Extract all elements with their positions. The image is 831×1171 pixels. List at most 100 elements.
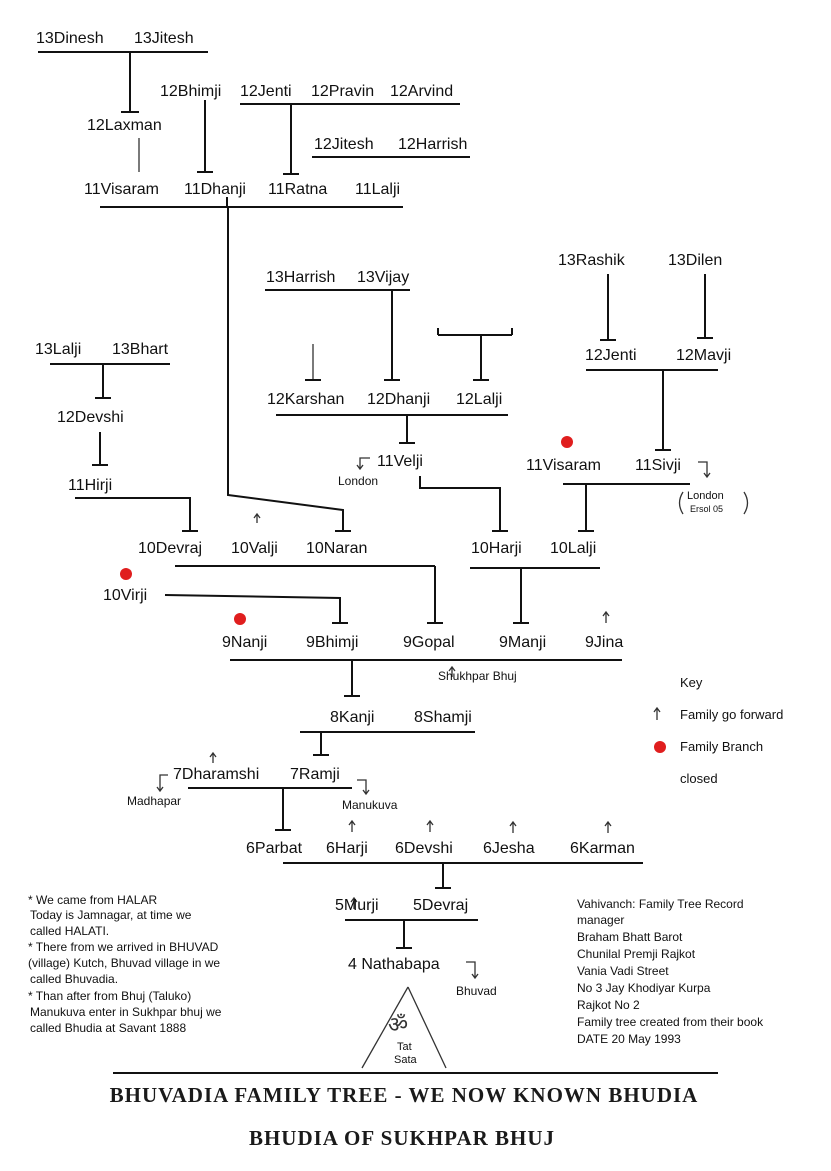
- place-shukhpar-bhuj: Shukhpar Bhuj: [438, 669, 517, 683]
- legend-key: Key Family go forward Family Branch clos…: [653, 675, 783, 786]
- origin-note-line: Today is Jamnagar, at time we: [30, 908, 192, 922]
- person-6karman: 6Karman: [570, 840, 635, 857]
- place-madhapar: Madhapar: [127, 794, 181, 808]
- person-9nanji: 9Nanji: [222, 634, 267, 651]
- red-dot-icon: [654, 741, 666, 753]
- person-12jitesh: 12Jitesh: [314, 136, 374, 153]
- closed-branch-dots: [120, 436, 573, 625]
- origin-note-line: (village) Kutch, Bhuvad village in we: [28, 956, 220, 970]
- record-note-line: No 3 Jay Khodiyar Kurpa: [577, 981, 711, 995]
- origin-note-line: * Than after from Bhuj (Taluko): [28, 989, 191, 1003]
- up-arrow-icon: [348, 819, 356, 832]
- person-12harrish: 12Harrish: [398, 136, 467, 153]
- key-title: Key: [680, 675, 703, 690]
- person-4nathabapa: 4 Nathabapa: [348, 956, 440, 973]
- person-11visaram-b: 11Visaram: [526, 457, 601, 474]
- person-12devshi: 12Devshi: [57, 409, 124, 426]
- om-tat: Tat: [397, 1041, 412, 1053]
- place-manukuva: Manukuva: [342, 798, 398, 812]
- person-6harji: 6Harji: [326, 840, 368, 857]
- london-note-bracket-right: [743, 491, 749, 515]
- record-note-line: Braham Bhatt Barot: [577, 930, 683, 944]
- up-arrow-icon: [653, 706, 661, 720]
- person-6parbat: 6Parbat: [246, 840, 303, 857]
- person-12lalji: 12Lalji: [456, 391, 502, 408]
- place-london-note-sub: Ersol 05: [690, 504, 723, 514]
- record-note-line: Rajkot No 2: [577, 998, 640, 1012]
- person-12dhanji: 12Dhanji: [367, 391, 430, 408]
- person-9bhimji: 9Bhimji: [306, 634, 358, 651]
- person-13harrish: 13Harrish: [266, 269, 335, 286]
- origin-note-line: * We came from HALAR: [28, 893, 157, 907]
- person-13jitesh: 13Jitesh: [134, 30, 194, 47]
- record-note-line: Vahivanch: Family Tree Record: [577, 897, 744, 911]
- person-11ratna: 11Ratna: [268, 181, 327, 198]
- forward-arrows: [209, 512, 612, 909]
- om-sata: Sata: [394, 1054, 418, 1066]
- origin-note-line: called Bhudia at Savant 1888: [30, 1021, 186, 1035]
- key-forward-label: Family go forward: [680, 707, 783, 722]
- origin-note-line: called HALATI.: [30, 924, 109, 938]
- place-bhuvad: Bhuvad: [456, 984, 497, 998]
- person-12mavji: 12Mavji: [676, 347, 731, 364]
- person-8kanji: 8Kanji: [330, 709, 374, 726]
- person-11lalji: 11Lalji: [355, 181, 400, 198]
- person-6jesha: 6Jesha: [483, 840, 535, 857]
- person-10valji: 10Valji: [231, 540, 278, 557]
- person-10lalji: 10Lalji: [550, 540, 596, 557]
- red-dot-icon: [234, 613, 246, 625]
- person-11velji: 11Velji: [377, 453, 423, 470]
- person-9gopal: 9Gopal: [403, 634, 455, 651]
- person-13vijay: 13Vijay: [357, 269, 409, 286]
- person-13bhart: 13Bhart: [112, 341, 169, 358]
- person-11sivji: 11Sivji: [635, 457, 681, 474]
- person-10harji: 10Harji: [471, 540, 522, 557]
- person-10devraj: 10Devraj: [138, 540, 202, 557]
- person-12arvind: 12Arvind: [390, 83, 453, 100]
- hook-down-arrow-icon: [466, 961, 479, 980]
- person-5devraj: 5Devraj: [413, 897, 468, 914]
- record-note-line: Vania Vadi Street: [577, 964, 669, 978]
- om-symbol-icon: ॐ Tat Sata: [361, 986, 447, 1069]
- origin-note-line: called Bhuvadia.: [30, 972, 118, 986]
- record-note-line: Chunilal Premji Rajkot: [577, 947, 696, 961]
- person-13dilen: 13Dilen: [668, 252, 722, 269]
- person-12laxman: 12Laxman: [87, 117, 162, 134]
- person-11dhanji: 11Dhanji: [184, 181, 246, 198]
- tree-connectors: [38, 51, 718, 949]
- key-closed-label-2: closed: [680, 771, 718, 786]
- up-arrow-icon: [604, 820, 612, 833]
- person-13rashik: 13Rashik: [558, 252, 626, 269]
- record-notes: Vahivanch: Family Tree Record manager Br…: [577, 897, 764, 1046]
- person-11visaram: 11Visaram: [84, 181, 159, 198]
- hook-down-arrow-icon: [357, 779, 370, 796]
- page-title: BHUVADIA FAMILY TREE - WE NOW KNOWN BHUD…: [110, 1083, 699, 1107]
- person-5murji: 5Murji: [335, 897, 379, 914]
- place-london-note: London: [687, 490, 724, 502]
- origin-note-line: * There from we arrived in BHUVAD: [28, 940, 219, 954]
- hook-down-arrow-icon: [356, 457, 370, 471]
- person-13dinesh: 13Dinesh: [36, 30, 104, 47]
- person-10naran: 10Naran: [306, 540, 367, 557]
- record-note-line: manager: [577, 913, 624, 927]
- up-arrow-icon: [209, 751, 217, 763]
- person-12pravin: 12Pravin: [311, 83, 374, 100]
- person-11hirji: 11Hirji: [68, 477, 112, 494]
- person-10virji: 10Virji: [103, 587, 147, 604]
- red-dot-icon: [561, 436, 573, 448]
- key-closed-label: Family Branch: [680, 739, 763, 754]
- person-12jenti-b: 12Jenti: [585, 347, 637, 364]
- person-8shamji: 8Shamji: [414, 709, 472, 726]
- up-arrow-icon: [350, 896, 358, 909]
- person-7ramji: 7Ramji: [290, 766, 340, 783]
- place-labels: London London Ersol 05 Shukhpar Bhuj Mad…: [127, 474, 749, 998]
- person-6devshi: 6Devshi: [395, 840, 453, 857]
- person-12karshan: 12Karshan: [267, 391, 344, 408]
- hook-down-arrow-icon: [156, 774, 168, 793]
- person-7dharamshi: 7Dharamshi: [173, 766, 259, 783]
- record-note-line: Family tree created from their book: [577, 1015, 764, 1029]
- person-12bhimji: 12Bhimji: [160, 83, 221, 100]
- up-arrow-icon: [509, 820, 517, 833]
- person-9manji: 9Manji: [499, 634, 546, 651]
